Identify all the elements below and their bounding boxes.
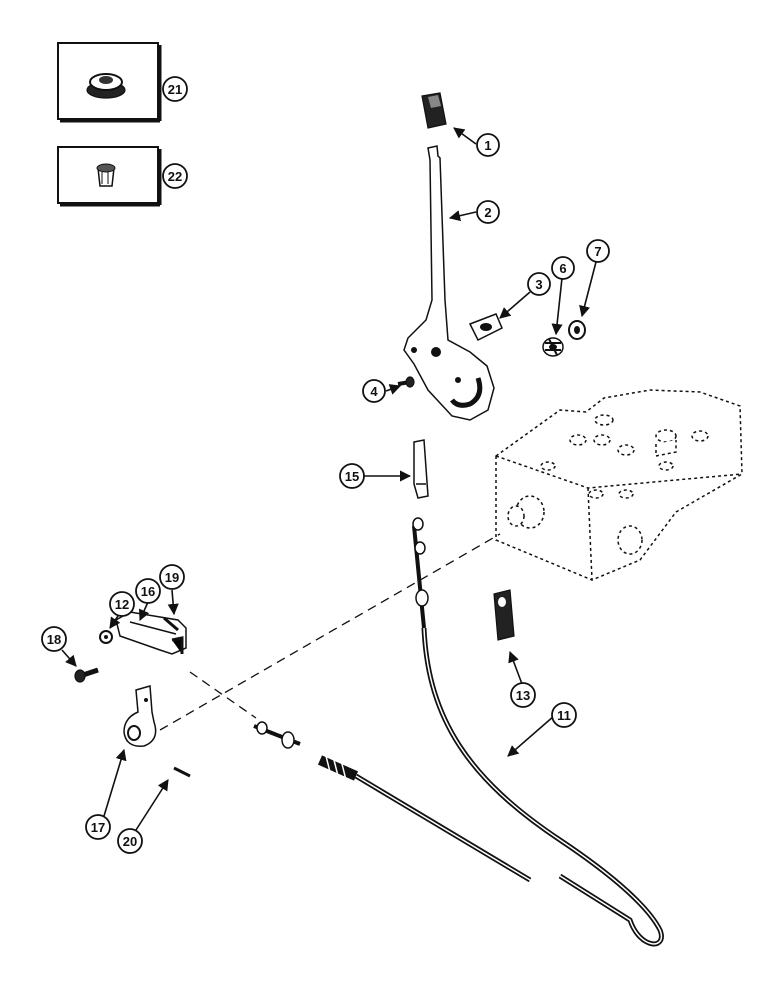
lock-washer-part	[542, 337, 564, 357]
callout-12: 12	[109, 591, 135, 617]
inset-box-22	[57, 146, 162, 207]
svg-text:1: 1	[484, 138, 491, 153]
callout-3: 3	[527, 272, 551, 296]
bushing-part	[468, 313, 503, 342]
callout-6: 6	[551, 256, 575, 280]
bolt-part-4	[397, 376, 415, 388]
svg-text:13: 13	[516, 688, 530, 703]
callout-21: 21	[162, 76, 188, 102]
callout-13: 13	[510, 682, 536, 708]
inset-box-21	[57, 42, 162, 123]
svg-text:11: 11	[557, 708, 571, 723]
callout-19: 19	[159, 564, 185, 590]
plug-part	[96, 163, 116, 187]
knob-part	[421, 92, 447, 129]
clip-part	[493, 589, 515, 641]
svg-text:6: 6	[559, 261, 566, 276]
lever-part	[403, 145, 495, 421]
callout-18: 18	[41, 626, 67, 652]
svg-text:21: 21	[168, 82, 182, 97]
control-valve-body	[495, 389, 743, 581]
svg-text:3: 3	[535, 277, 542, 292]
bolt-part-18	[74, 667, 99, 683]
svg-text:20: 20	[123, 834, 137, 849]
nut-part	[99, 630, 113, 644]
link-part	[413, 439, 429, 499]
callout-15: 15	[339, 463, 365, 489]
svg-text:12: 12	[115, 597, 129, 612]
leader-lines	[61, 127, 597, 831]
callout-17: 17	[85, 814, 111, 840]
svg-text:7: 7	[594, 244, 601, 259]
callout-22: 22	[162, 163, 188, 189]
cable-assembly	[253, 721, 532, 883]
callout-20: 20	[117, 828, 143, 854]
callout-1: 1	[476, 133, 500, 157]
svg-text:4: 4	[370, 384, 378, 399]
svg-text:19: 19	[165, 570, 179, 585]
bracket-part	[115, 611, 187, 655]
svg-text:17: 17	[91, 820, 105, 835]
svg-text:15: 15	[345, 469, 359, 484]
callout-16: 16	[135, 578, 161, 604]
pin-part-19	[163, 616, 179, 632]
alignment-line	[159, 533, 501, 731]
callout-2: 2	[476, 200, 500, 224]
alignment-line	[189, 671, 257, 719]
svg-text:22: 22	[168, 169, 182, 184]
pin-part-20	[173, 766, 191, 778]
svg-text:18: 18	[47, 632, 61, 647]
clamp-part	[123, 685, 157, 747]
callout-11: 11	[551, 702, 577, 728]
grommet-part	[86, 73, 126, 99]
cable-part-11	[412, 517, 664, 947]
svg-text:2: 2	[484, 205, 491, 220]
svg-text:16: 16	[141, 584, 155, 599]
callout-4: 4	[362, 379, 386, 403]
callout-7: 7	[586, 239, 610, 263]
washer-part	[568, 320, 586, 340]
